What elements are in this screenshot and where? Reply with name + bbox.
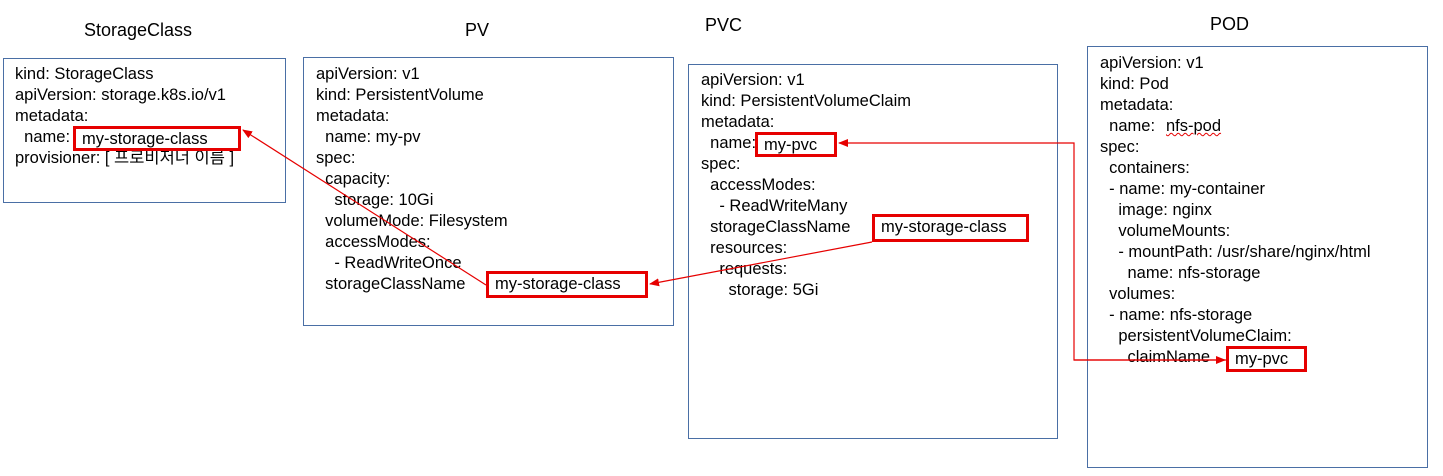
arrow-pod-to-pvc-out: [838, 139, 1226, 361]
yaml-line: storageClassName: [701, 218, 851, 236]
yaml-line: apiVersion: v1: [316, 65, 420, 83]
yaml-line: spec:: [316, 149, 356, 167]
yaml-line: provisioner: [ 프로비저너 이름 ]: [15, 149, 235, 167]
storageclass-title: StorageClass: [84, 20, 193, 40]
yaml-line: storage: 10Gi: [316, 191, 434, 209]
pvc-yaml: apiVersion: v1 kind: PersistentVolumeClai…: [701, 70, 911, 301]
yaml-line: name:: [1100, 117, 1160, 135]
yaml-line: capacity:: [316, 170, 391, 188]
yaml-line: kind: PersistentVolumeClaim: [701, 92, 912, 110]
yaml-line: claimName: [1100, 348, 1211, 366]
pv-title: PV: [465, 20, 490, 40]
yaml-line: persistentVolumeClaim:: [1100, 327, 1292, 345]
yaml-line: resources:: [701, 239, 788, 257]
yaml-line: - name: my-container: [1100, 180, 1266, 198]
storageclass-name-highlight: my-storage-class: [73, 126, 241, 151]
pod-claimname-highlight: my-pvc: [1226, 346, 1307, 372]
pod-name-value: nfs-pod: [1166, 116, 1221, 137]
storageclass-yaml: kind: StorageClass apiVersion: storage.k8…: [15, 64, 234, 169]
yaml-line: accessModes:: [316, 233, 431, 251]
pod-yaml: apiVersion: v1 kind: Pod metadata: name: s…: [1100, 53, 1371, 368]
yaml-line: name: my-pv: [316, 128, 421, 146]
yaml-line: volumeMode: Filesystem: [316, 212, 508, 230]
pod-box: [1087, 46, 1428, 468]
yaml-line: name:: [701, 134, 757, 152]
pod-title: POD: [1210, 14, 1250, 34]
yaml-line: - ReadWriteMany: [701, 197, 848, 215]
pvc-title: PVC: [705, 15, 743, 35]
yaml-line: metadata:: [316, 107, 390, 125]
yaml-line: name:: [15, 128, 71, 146]
yaml-line: apiVersion: v1: [701, 71, 805, 89]
yaml-line: - ReadWriteOnce: [316, 254, 462, 272]
arrow-pv-to-storageclass: [242, 129, 487, 286]
yaml-line: accessModes:: [701, 176, 816, 194]
pvc-storageclass-highlight: my-storage-class: [872, 214, 1029, 242]
yaml-line: metadata:: [701, 113, 775, 131]
yaml-line: containers:: [1100, 159, 1190, 177]
yaml-line: apiVersion: v1: [1100, 54, 1204, 72]
yaml-line: - mountPath: /usr/share/nginx/html: [1100, 243, 1371, 261]
yaml-line: volumeMounts:: [1100, 222, 1231, 240]
yaml-line: kind: PersistentVolume: [316, 86, 484, 104]
yaml-line: volumes:: [1100, 285, 1176, 303]
yaml-line: kind: StorageClass: [15, 65, 154, 83]
yaml-line: storage: 5Gi: [701, 281, 819, 299]
yaml-line: requests:: [701, 260, 788, 278]
yaml-line: metadata:: [15, 107, 89, 125]
pvc-box: [688, 64, 1058, 439]
pv-yaml: apiVersion: v1 kind: PersistentVolume meta…: [316, 64, 508, 295]
pod-name-text: nfs-pod: [1166, 117, 1222, 135]
pvc-name-highlight: my-pvc: [755, 132, 837, 157]
arrow-pvc-to-pv: [649, 241, 873, 287]
yaml-line: kind: Pod: [1100, 75, 1169, 93]
yaml-line: metadata:: [1100, 96, 1174, 114]
pv-storageclass-highlight: my-storage-class: [486, 271, 648, 298]
yaml-line: name: nfs-storage: [1100, 264, 1261, 282]
yaml-line: apiVersion: storage.k8s.io/v1: [15, 86, 226, 104]
yaml-line: spec:: [701, 155, 741, 173]
yaml-line: storageClassName: [316, 275, 466, 293]
yaml-line: spec:: [1100, 138, 1140, 156]
yaml-line: image: nginx: [1100, 201, 1212, 219]
yaml-line: - name: nfs-storage: [1100, 306, 1253, 324]
